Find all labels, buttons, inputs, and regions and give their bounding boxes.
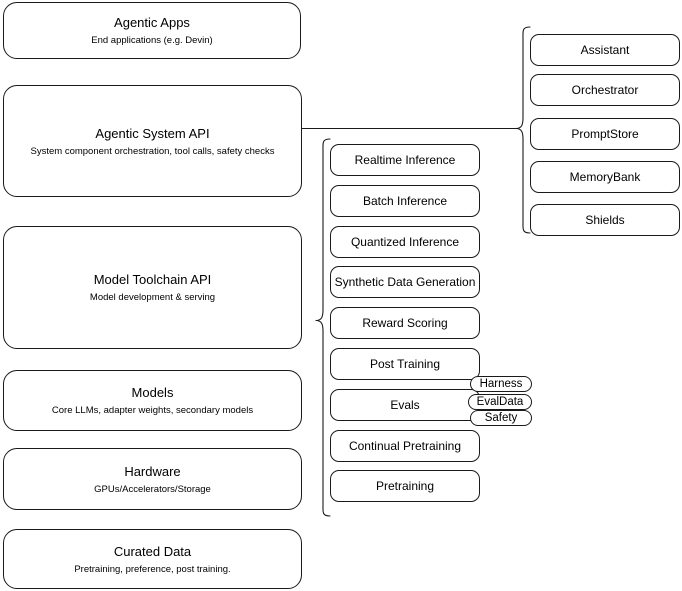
layer-title: Model Toolchain API [93,272,212,287]
layer-model-toolchain-api[interactable]: Model Toolchain API Model development & … [3,226,302,349]
system-item-promptstore[interactable]: PromptStore [530,118,680,150]
layer-agentic-apps[interactable]: Agentic Apps End applications (e.g. Devi… [3,2,301,59]
toolchain-item-quantized-inference[interactable]: Quantized Inference [330,226,480,258]
system-item-shields[interactable]: Shields [530,204,680,236]
system-components-brace [515,26,531,234]
toolchain-components-brace [315,138,331,517]
layer-subtitle: Model development & serving [89,292,216,303]
layer-title: Models [131,385,174,400]
layer-title: Curated Data [113,543,192,559]
eval-pill-harness[interactable]: Harness [470,376,532,392]
toolchain-item-reward-scoring[interactable]: Reward Scoring [330,307,480,339]
toolchain-item-continual-pretraining[interactable]: Continual Pretraining [330,430,480,462]
toolchain-item-evals[interactable]: Evals [330,389,480,421]
layer-agentic-system-api[interactable]: Agentic System API System component orch… [3,85,302,197]
layer-models[interactable]: Models Core LLMs, adapter weights, secon… [3,370,302,431]
layer-subtitle: System component orchestration, tool cal… [30,145,275,157]
toolchain-item-synthetic-data-generation[interactable]: Synthetic Data Generation [330,266,480,298]
layer-curated-data[interactable]: Curated Data Pretraining, preference, po… [3,529,302,589]
layer-subtitle: Core LLMs, adapter weights, secondary mo… [51,405,254,416]
toolchain-item-post-training[interactable]: Post Training [330,348,480,380]
toolchain-item-pretraining[interactable]: Pretraining [330,470,480,502]
layer-subtitle: Pretraining, preference, post training. [74,563,231,575]
layer-subtitle: End applications (e.g. Devin) [91,35,213,46]
layer-title: Agentic Apps [114,15,190,30]
toolchain-item-batch-inference[interactable]: Batch Inference [330,185,480,217]
layer-title: Agentic System API [95,125,210,141]
system-item-memorybank[interactable]: MemoryBank [530,161,680,193]
toolchain-item-realtime-inference[interactable]: Realtime Inference [330,144,480,176]
layer-subtitle: GPUs/Accelerators/Storage [94,483,211,495]
layer-title: Hardware [124,463,181,479]
system-item-orchestrator[interactable]: Orchestrator [530,74,680,106]
system-item-assistant[interactable]: Assistant [530,34,680,66]
eval-pill-safety[interactable]: Safety [470,410,532,426]
layer-hardware[interactable]: Hardware GPUs/Accelerators/Storage [3,448,302,510]
eval-pill-evaldata[interactable]: EvalData [468,394,532,410]
